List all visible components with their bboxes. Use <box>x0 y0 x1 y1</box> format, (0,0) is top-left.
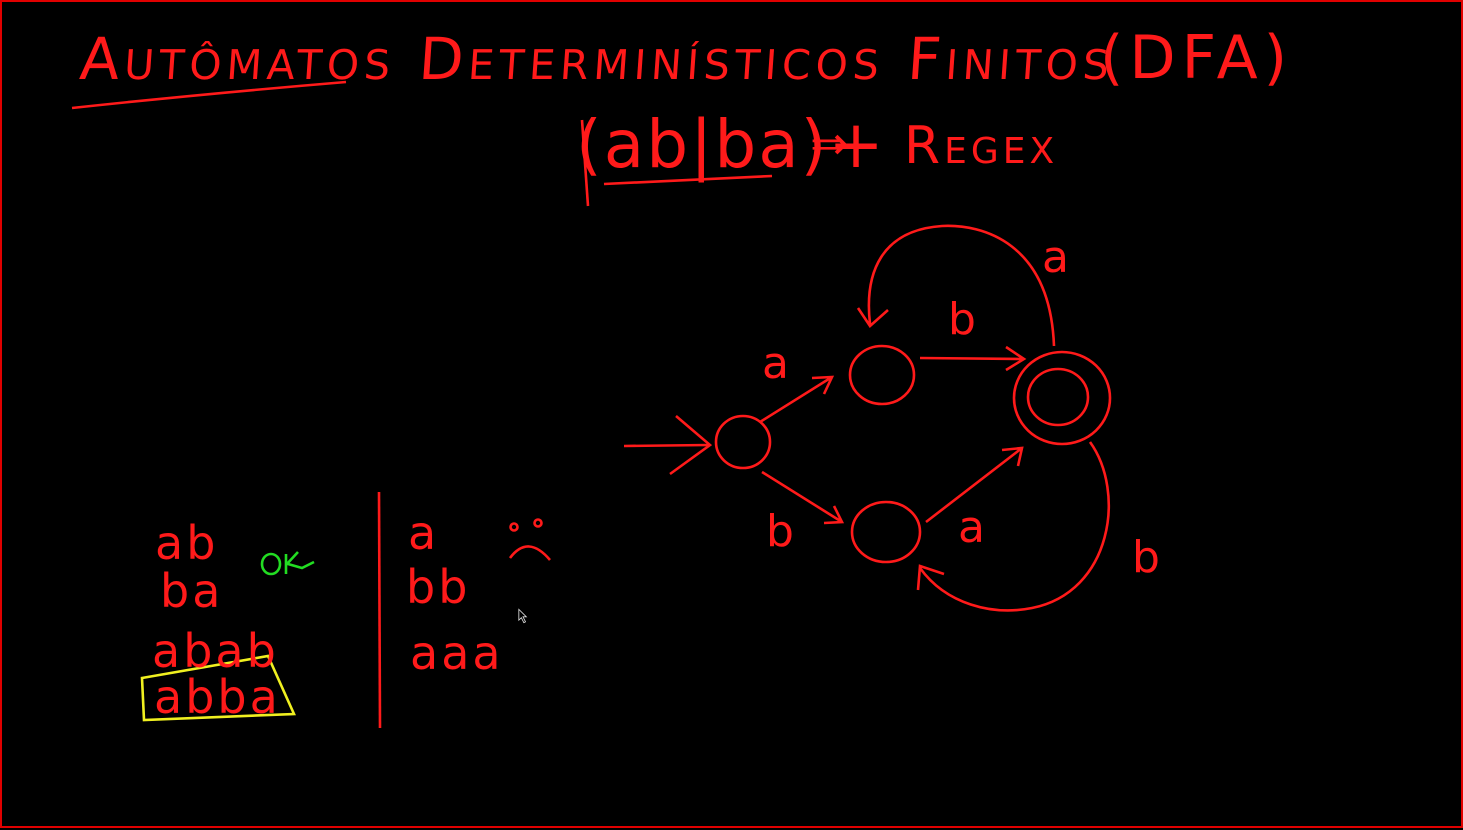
accepted-word: ba <box>160 564 224 618</box>
edge-after-a-accept <box>919 345 1027 372</box>
highlight-box <box>140 654 296 722</box>
list-divider <box>377 491 382 729</box>
edge-label: b <box>766 506 794 557</box>
accepted-word: abba <box>154 670 281 724</box>
regex-left-bar <box>580 119 590 207</box>
state-start <box>714 414 772 470</box>
edge-label: b <box>1132 532 1160 583</box>
regex-label: Regex <box>904 116 1059 176</box>
title-abbreviation: (DFA) <box>1100 23 1294 93</box>
state-after-a <box>848 344 916 406</box>
edge-accept-after-b <box>916 441 1110 612</box>
edge-label: a <box>958 502 985 553</box>
edge-start-after-b <box>761 470 845 525</box>
regex-expression: (ab|ba)+ <box>576 106 886 183</box>
dfa-diagram <box>623 224 1112 612</box>
state-accept-outer <box>1012 350 1112 446</box>
edge-label: a <box>1042 232 1069 283</box>
initial-arrow <box>623 443 709 448</box>
ok-mark <box>260 551 315 576</box>
edge-label: a <box>762 338 789 389</box>
sad-face <box>508 518 551 561</box>
rejected-word: a <box>408 506 440 560</box>
rejected-word: bb <box>406 560 471 614</box>
state-accept-inner <box>1026 367 1090 427</box>
regex-arrow: ⇒ <box>810 116 849 170</box>
mouse-cursor-icon <box>518 608 528 624</box>
title-underline <box>71 80 347 110</box>
regex-underline <box>603 174 773 186</box>
edge-start-after-a <box>759 375 835 424</box>
accepted-word: abab <box>152 624 279 678</box>
edge-accept-after-a <box>856 224 1056 347</box>
edge-label: b <box>948 294 976 345</box>
state-after-b <box>850 500 922 564</box>
rejected-word: aaa <box>410 626 504 680</box>
accepted-word: ab <box>155 516 219 570</box>
initial-arrow-head <box>669 415 713 476</box>
edge-after-b-accept <box>925 446 1024 524</box>
